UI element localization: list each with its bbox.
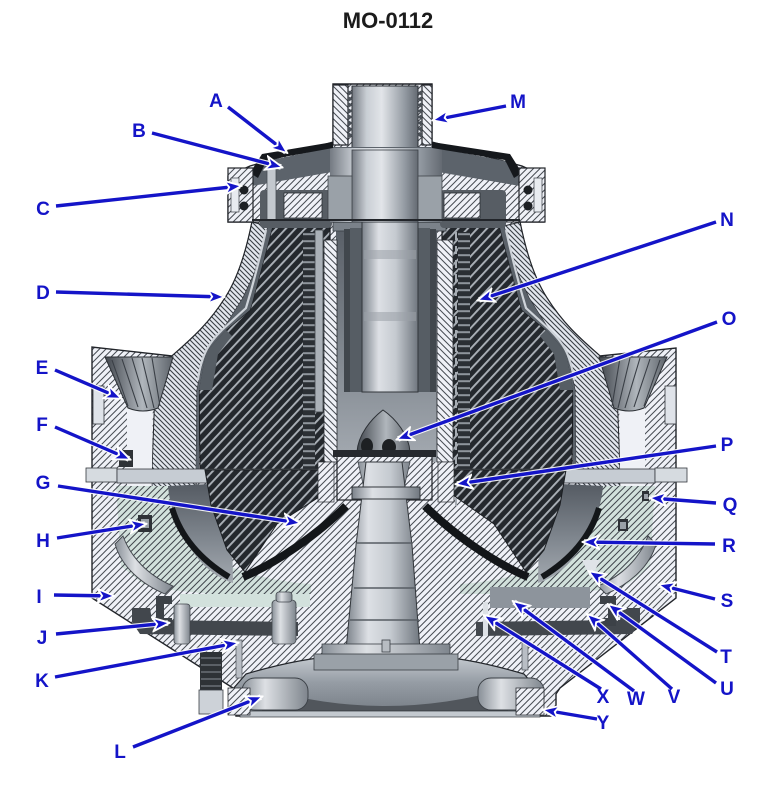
svg-text:F: F (36, 415, 48, 436)
svg-text:G: G (36, 473, 51, 494)
svg-text:H: H (36, 531, 50, 552)
svg-text:V: V (668, 687, 681, 708)
svg-text:L: L (114, 742, 126, 763)
svg-text:X: X (597, 687, 610, 708)
svg-text:R: R (722, 536, 736, 557)
svg-text:K: K (35, 671, 49, 692)
svg-text:N: N (720, 210, 734, 231)
svg-text:U: U (720, 679, 734, 700)
svg-text:B: B (132, 121, 146, 142)
svg-text:C: C (36, 199, 50, 220)
svg-text:S: S (721, 591, 734, 612)
svg-text:Y: Y (597, 713, 610, 734)
svg-text:P: P (721, 435, 734, 456)
svg-text:MO-0112: MO-0112 (343, 8, 434, 33)
svg-text:J: J (37, 628, 48, 649)
svg-text:M: M (510, 92, 526, 113)
svg-text:I: I (36, 587, 41, 608)
svg-text:A: A (209, 91, 223, 112)
svg-text:W: W (627, 689, 645, 710)
svg-text:D: D (36, 283, 50, 304)
svg-text:E: E (36, 358, 49, 379)
svg-text:O: O (722, 309, 737, 330)
svg-text:T: T (720, 647, 732, 668)
svg-text:Q: Q (723, 495, 738, 516)
